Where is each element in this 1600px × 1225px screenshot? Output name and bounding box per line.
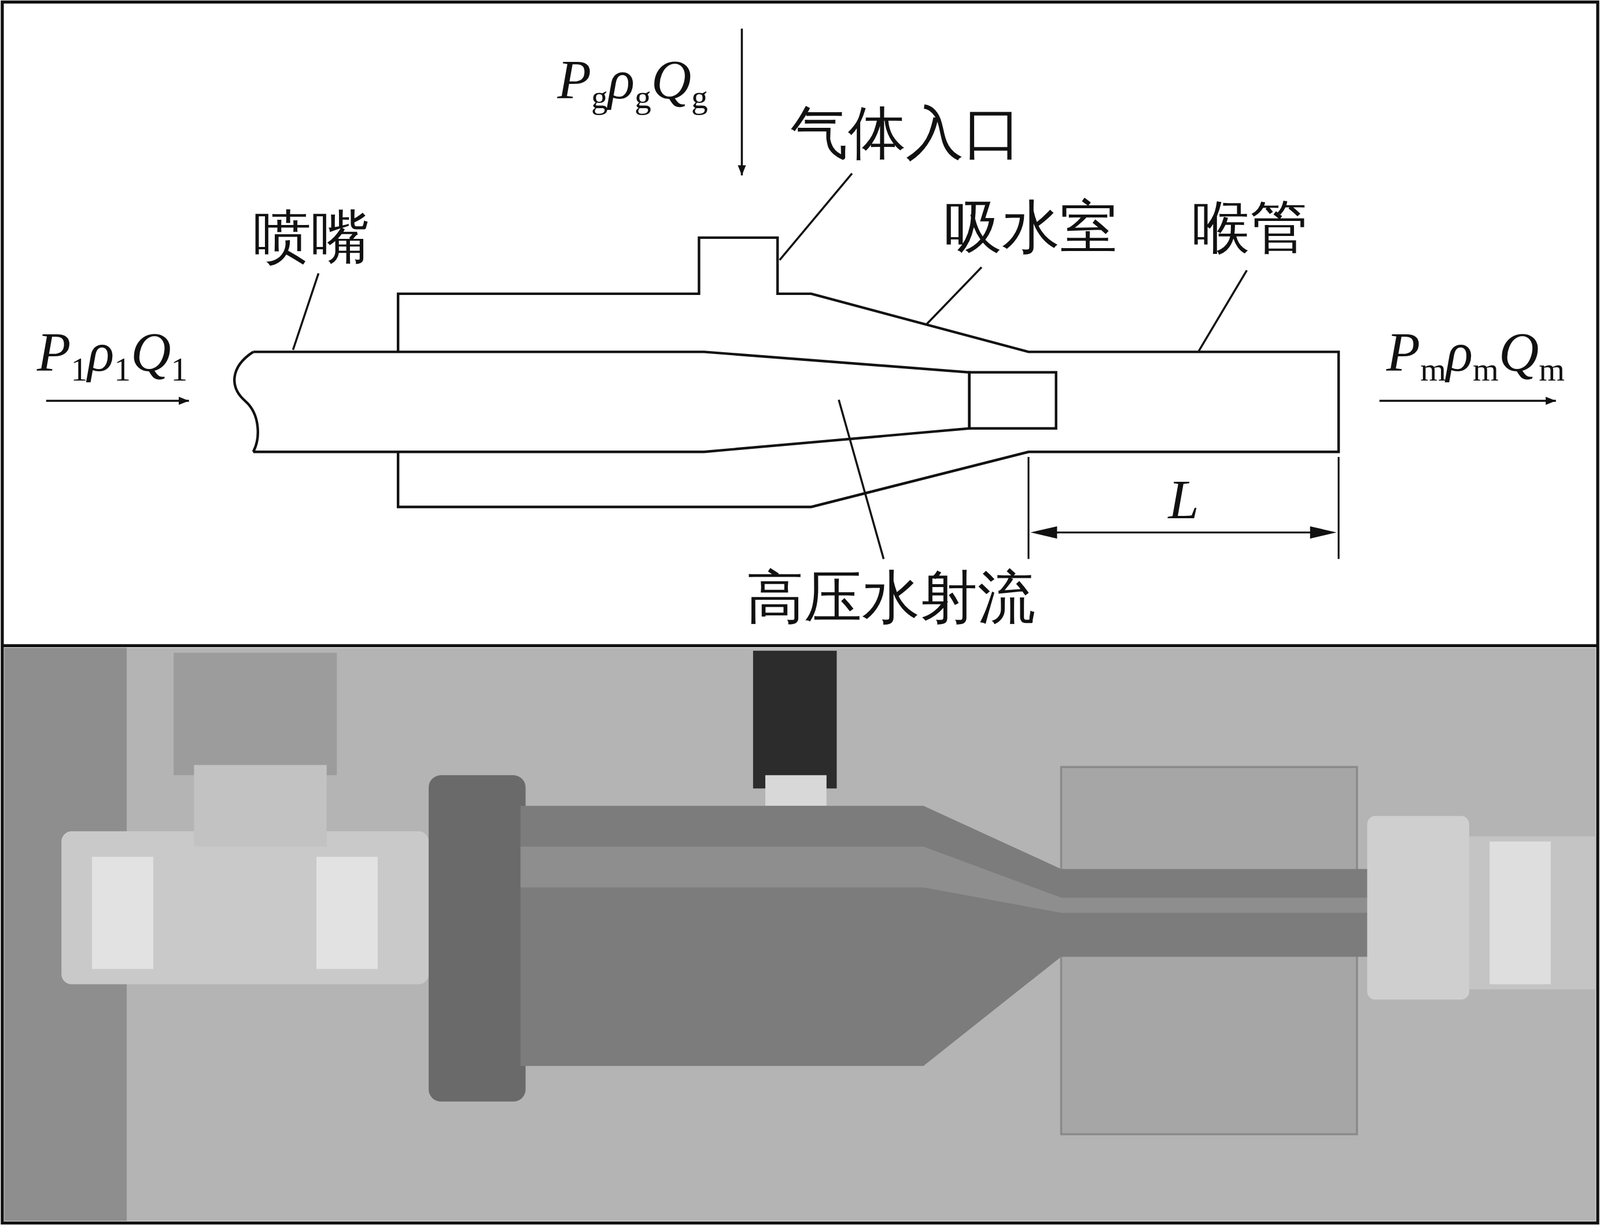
dimension-label: L [1168, 472, 1200, 528]
flow-parameter: P1ρ1Q1 [37, 324, 188, 381]
flow-parameter: PgρgQg [557, 52, 708, 108]
part-name: 高压水射流 [746, 568, 1036, 626]
part-name: 吸水室 [944, 197, 1118, 256]
part-name: 喉管 [1192, 197, 1308, 256]
part-name: 气体入口 [790, 103, 1022, 162]
part-name: 喷嘴 [253, 207, 370, 266]
flow-parameter: PmρmQm [1386, 324, 1565, 381]
